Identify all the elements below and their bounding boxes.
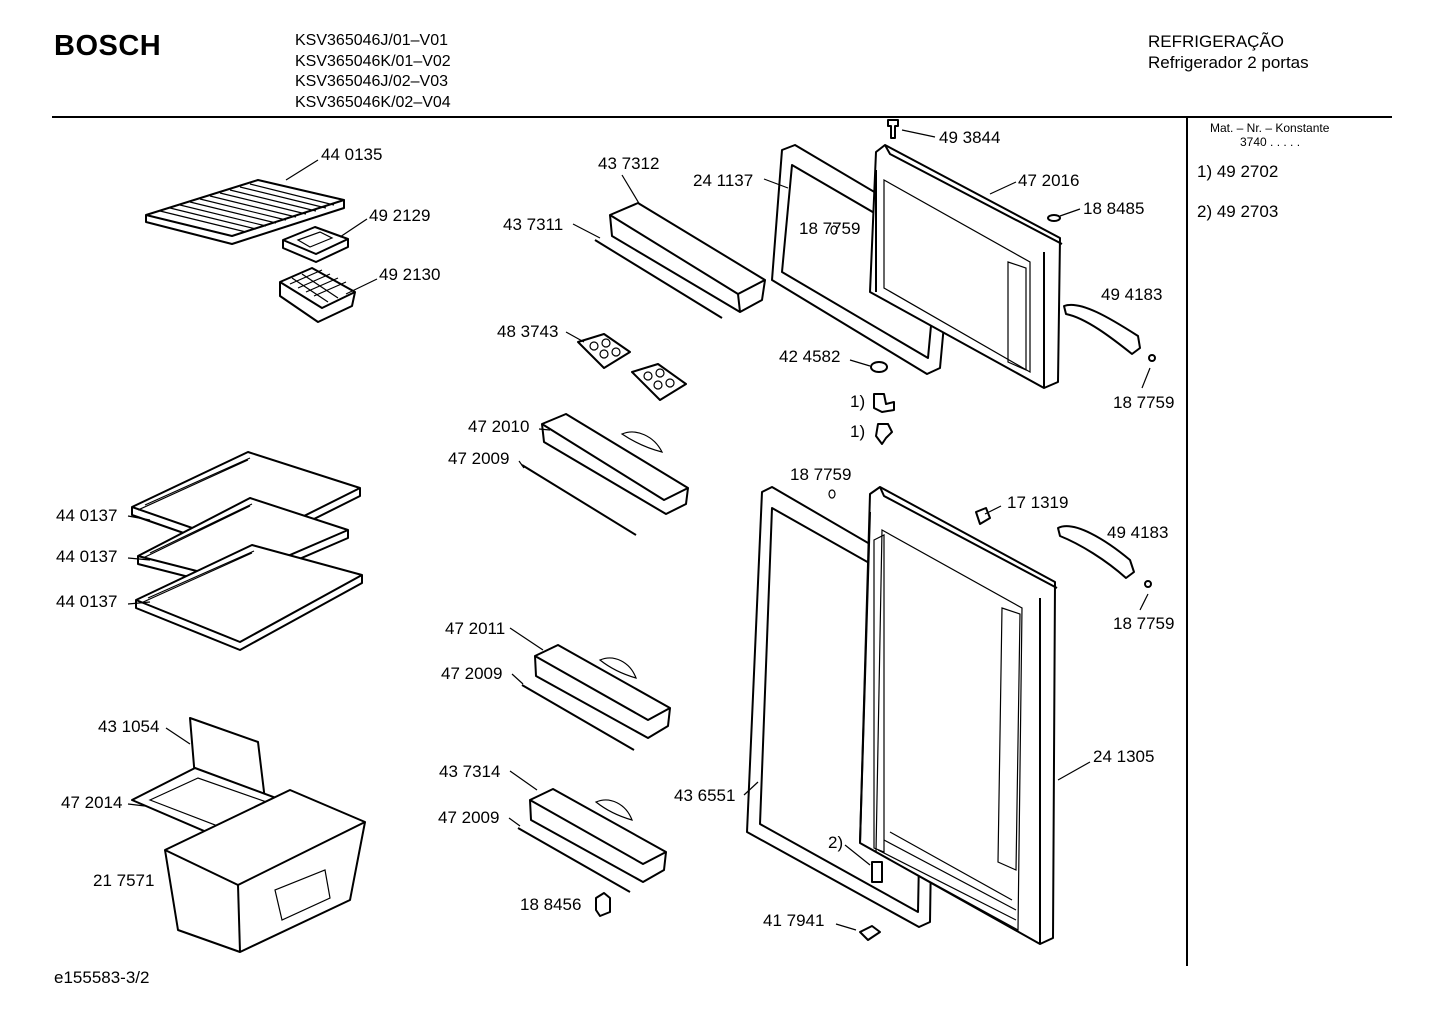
part-label-472009: 47 2009 xyxy=(448,449,510,468)
glass-shelf xyxy=(135,544,363,651)
part-label-472014: 47 2014 xyxy=(61,793,123,812)
crisper-drawer xyxy=(164,789,366,953)
part-label-171319: 17 1319 xyxy=(1007,493,1069,512)
part-label-431054: 43 1054 xyxy=(98,717,160,736)
screw xyxy=(887,119,899,139)
shelf-rail xyxy=(517,827,631,893)
part-label-440135: 44 0135 xyxy=(321,145,383,164)
category-label: REFRIGERAÇÃO xyxy=(1148,32,1285,51)
leader-lines xyxy=(127,129,1151,931)
product-label: Refrigerador 2 portas xyxy=(1148,53,1309,72)
part-label-440137: 44 0137 xyxy=(56,547,118,566)
model-number: KSV365046J/01–V01 xyxy=(295,32,449,49)
door-shelf xyxy=(609,202,766,313)
part-label-436551: 43 6551 xyxy=(674,786,736,805)
part-label-188485: 18 8485 xyxy=(1083,199,1145,218)
hinge-cover xyxy=(975,507,991,525)
part-label-493844: 49 3844 xyxy=(939,128,1001,147)
footnote-1: 1) 49 2702 xyxy=(1197,162,1279,181)
plug xyxy=(1047,214,1061,222)
egg-holder xyxy=(577,333,631,369)
part-label-437312: 43 7312 xyxy=(598,154,660,173)
door-shelf xyxy=(529,788,667,883)
sidebar-divider xyxy=(1186,118,1188,966)
mat-value: 3740 . . . . . xyxy=(1240,135,1301,149)
brand-logo: BOSCH xyxy=(54,30,162,62)
bushing xyxy=(870,361,888,373)
mat-label: Mat. – Nr. – Konstante xyxy=(1210,121,1330,135)
part-label-472011: 47 2011 xyxy=(445,619,506,638)
part-label-494183: 49 4183 xyxy=(1107,523,1169,542)
door-shelf xyxy=(534,644,671,739)
model-number: KSV365046K/02–V04 xyxy=(295,93,451,111)
part-label-241305: 24 1305 xyxy=(1093,747,1155,766)
hinge xyxy=(875,423,893,445)
part-label-440137: 44 0137 xyxy=(56,506,118,525)
door-shelf xyxy=(541,413,689,515)
part-label-417941: 41 7941 xyxy=(763,911,825,930)
part-label-492130: 49 2130 xyxy=(379,265,441,284)
part-label-472009: 47 2009 xyxy=(441,664,503,683)
egg-holder xyxy=(631,363,687,401)
footnote-ref-1: 1) xyxy=(850,422,866,441)
part-label-187759: 18 7759 xyxy=(1113,614,1175,633)
part-label-492129: 49 2129 xyxy=(369,206,431,225)
part-label-217571: 21 7571 xyxy=(93,871,155,890)
shelf-rail xyxy=(521,464,637,536)
document-id: e155583-3/2 xyxy=(54,968,150,987)
part-label-424582: 42 4582 xyxy=(779,347,841,366)
plug xyxy=(828,489,836,499)
screw xyxy=(1144,580,1152,588)
part-label-437314: 43 7314 xyxy=(439,762,501,781)
part-label-472009: 47 2009 xyxy=(438,808,500,827)
screw xyxy=(1148,354,1156,362)
shelf-rail xyxy=(521,684,635,751)
door-handle xyxy=(1057,525,1135,579)
ice-tray xyxy=(279,267,356,323)
part-label-187759: 18 7759 xyxy=(799,219,861,238)
part-label-494183: 49 4183 xyxy=(1101,285,1163,304)
header-divider xyxy=(52,116,1392,118)
hinge-pin xyxy=(871,861,883,883)
model-number: KSV365046J/02–V03 xyxy=(295,73,449,90)
hinge-plate xyxy=(859,925,881,941)
part-label-472010: 47 2010 xyxy=(468,417,530,436)
part-label-187759: 18 7759 xyxy=(790,465,852,484)
wire-shelf xyxy=(145,179,345,245)
clip xyxy=(595,892,611,917)
part-label-241137: 24 1137 xyxy=(693,171,754,190)
fridge-door xyxy=(859,486,1058,945)
part-label-187759: 18 7759 xyxy=(1113,393,1175,412)
part-label-440137: 44 0137 xyxy=(56,592,118,611)
part-label-188456: 18 8456 xyxy=(520,895,582,914)
footnote-2: 2) 49 2703 xyxy=(1197,202,1279,221)
model-list: KSV365046J/01–V01 KSV365046K/01–V02 KSV3… xyxy=(295,31,451,113)
freezer-door xyxy=(869,144,1063,389)
model-number: KSV365046K/01–V02 xyxy=(295,52,451,70)
shelf-clip xyxy=(282,226,349,263)
footnote-ref-2: 2) xyxy=(828,833,844,852)
hinge xyxy=(873,393,895,413)
footnote-ref-1: 1) xyxy=(850,392,866,411)
shelf-rail xyxy=(594,239,723,319)
part-label-472016: 47 2016 xyxy=(1018,171,1080,190)
part-label-437311: 43 7311 xyxy=(503,215,564,234)
part-label-483743: 48 3743 xyxy=(497,322,559,341)
door-handle xyxy=(1063,303,1141,355)
product-title: REFRIGERAÇÃO Refrigerador 2 portas xyxy=(1148,31,1309,73)
